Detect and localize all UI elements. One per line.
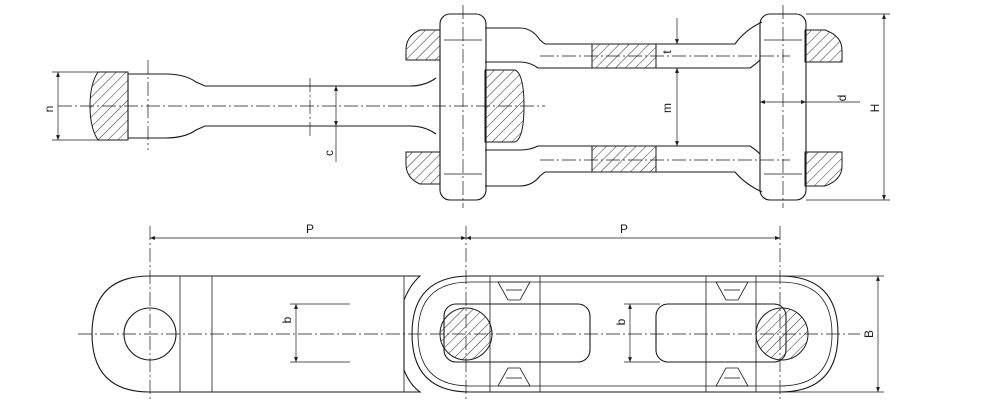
top-view: n c t m d H bbox=[42, 5, 890, 208]
bottom-view: P P b b B bbox=[78, 222, 884, 402]
label-B: B bbox=[862, 330, 876, 338]
pin-plate-right-top bbox=[804, 29, 843, 63]
label-n: n bbox=[42, 106, 56, 113]
pin-plate-left-bottom bbox=[405, 151, 441, 185]
wedge-bottom-left bbox=[497, 367, 531, 387]
label-b-left: b bbox=[280, 316, 294, 323]
side-plate-lower bbox=[485, 145, 763, 193]
label-P-right: P bbox=[620, 222, 628, 236]
wedge-top-right bbox=[715, 281, 749, 301]
label-c: c bbox=[322, 150, 336, 156]
label-b-right: b bbox=[614, 318, 628, 325]
wedge-bottom-right bbox=[715, 367, 749, 387]
pin-plate-left-top bbox=[405, 29, 441, 61]
side-plate-upper bbox=[485, 21, 763, 69]
pin-plate-right-bottom bbox=[804, 151, 843, 187]
label-H: H bbox=[868, 104, 882, 113]
wedge-top-left bbox=[497, 281, 531, 301]
label-t: t bbox=[660, 50, 674, 54]
label-d: d bbox=[835, 95, 849, 102]
outer-plate-left bbox=[91, 275, 422, 393]
label-m: m bbox=[660, 103, 674, 113]
label-P-left: P bbox=[306, 222, 314, 236]
